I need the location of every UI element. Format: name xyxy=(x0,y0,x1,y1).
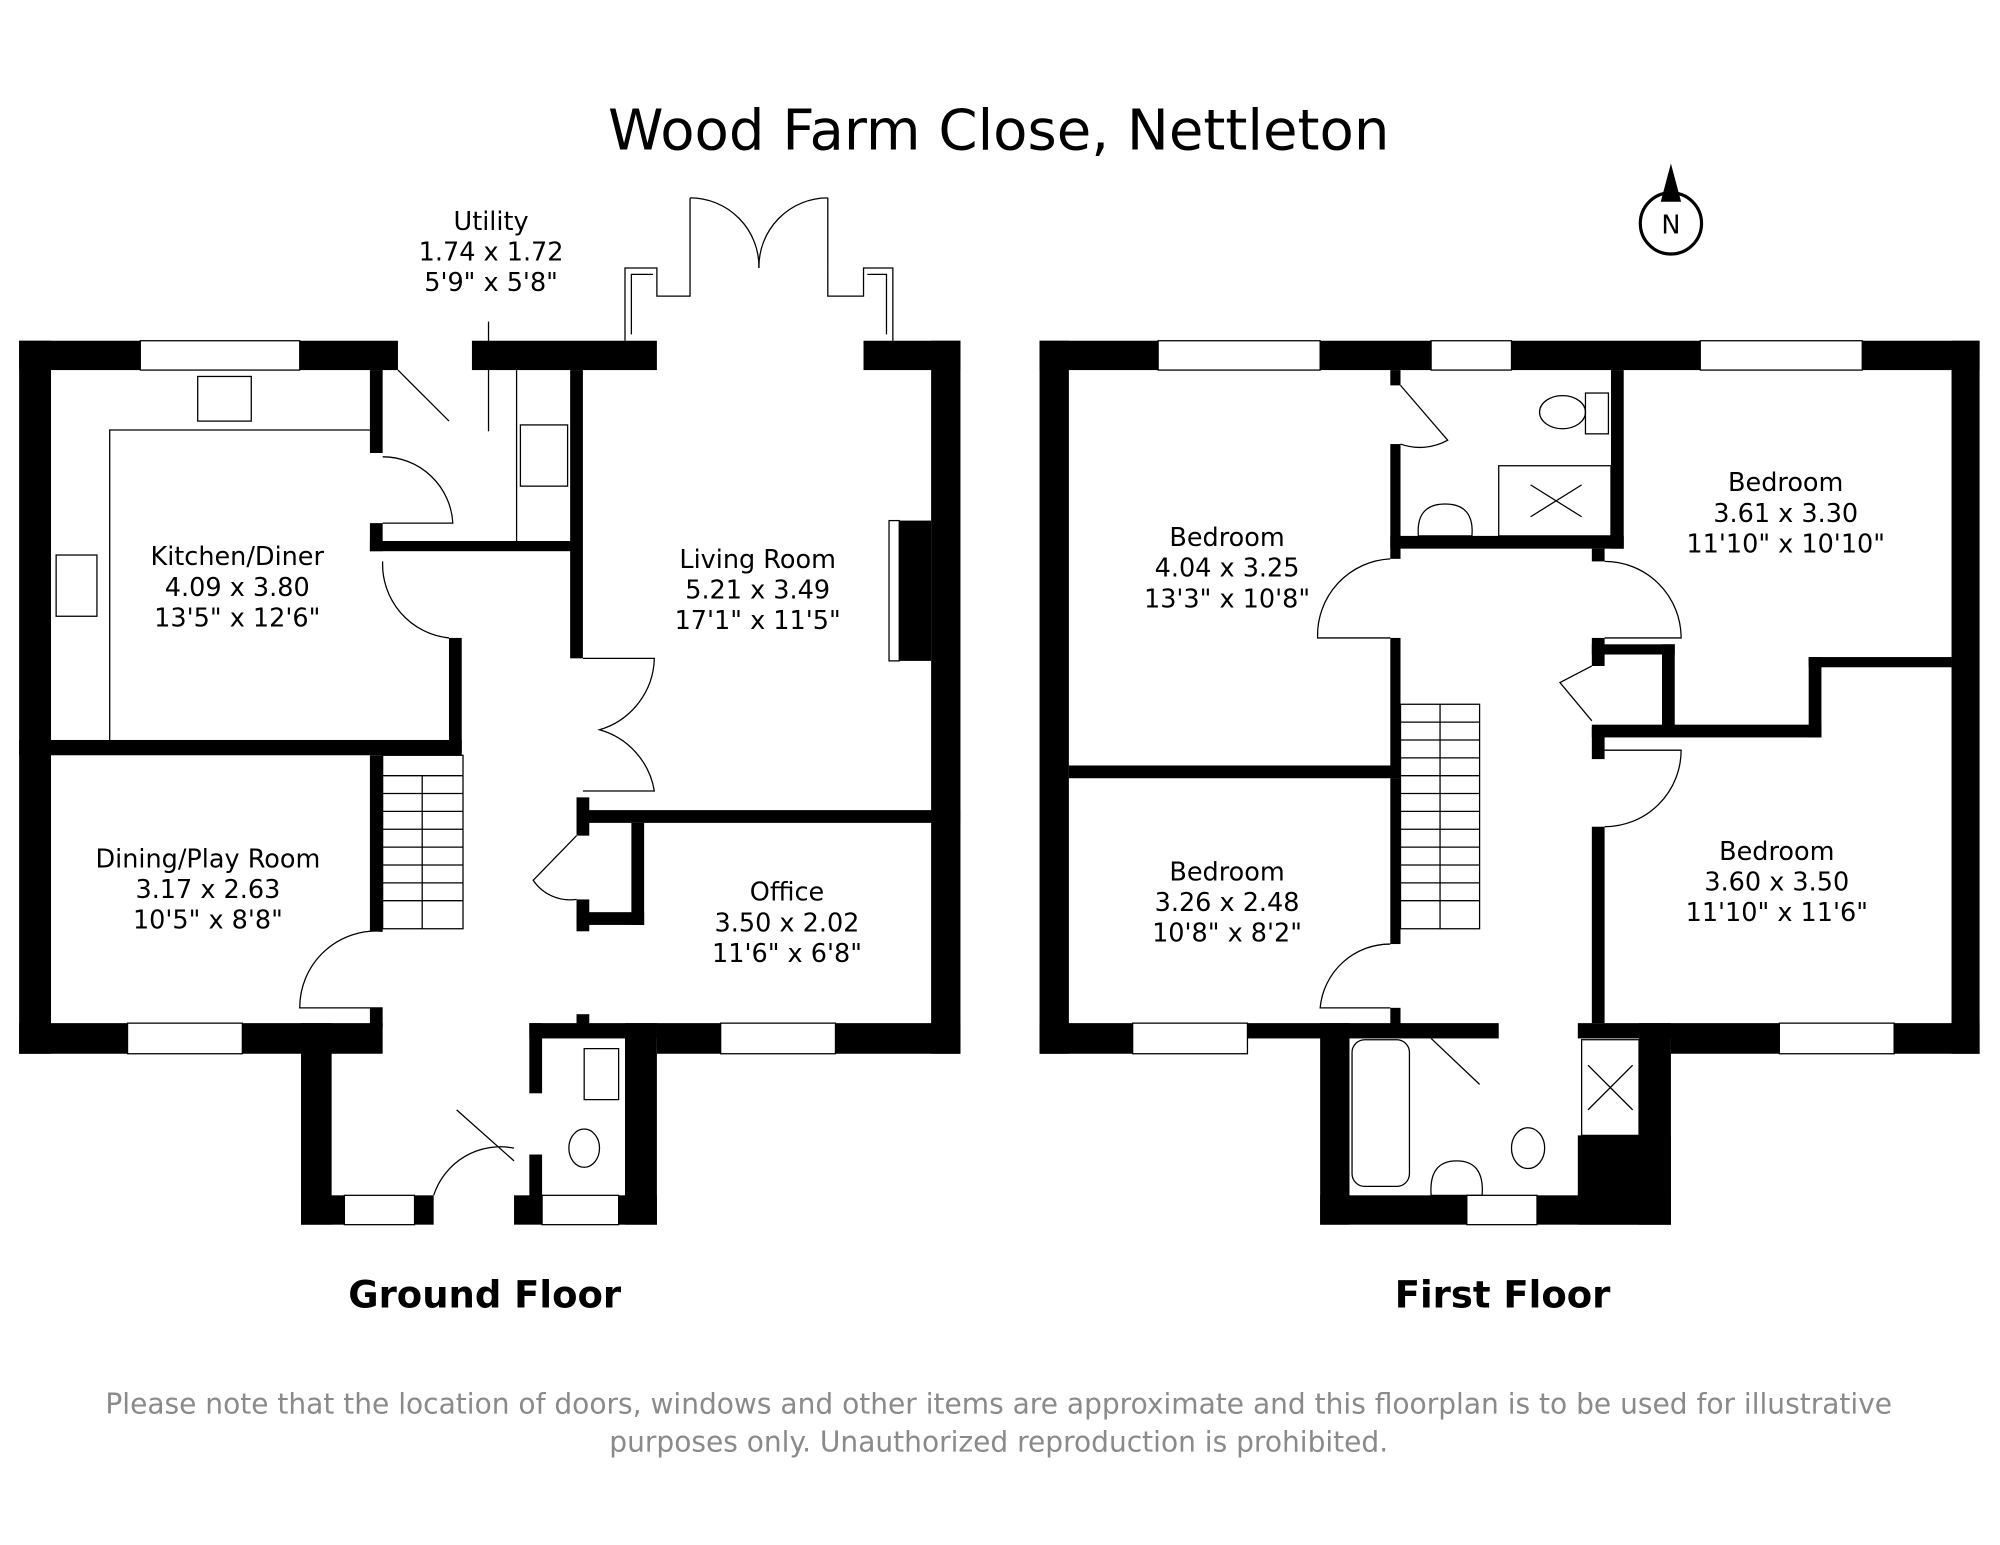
svg-text:Utility: Utility xyxy=(454,207,529,237)
room-dining-play: Dining/Play Room 3.17 x 2.63 10'5" x 8'8… xyxy=(96,845,321,936)
room-living-room: Living Room 5.21 x 3.49 17'1" x 11'5" xyxy=(675,545,841,636)
stairs xyxy=(1399,703,1481,930)
svg-text:Dining/Play Room: Dining/Play Room xyxy=(96,845,321,875)
svg-text:3.50 x 2.02: 3.50 x 2.02 xyxy=(715,908,860,938)
svg-text:10'8" x 8'2": 10'8" x 8'2" xyxy=(1152,919,1302,949)
first-floor-label: First Floor xyxy=(1395,1274,1611,1317)
svg-text:3.17 x 2.63: 3.17 x 2.63 xyxy=(135,875,280,905)
ground-floor-plan xyxy=(19,197,961,1226)
compass-label: N xyxy=(1661,211,1680,241)
room-bedroom-4: Bedroom 3.60 x 3.50 11'10" x 11'6" xyxy=(1686,837,1868,928)
svg-text:3.61 x 3.30: 3.61 x 3.30 xyxy=(1713,499,1858,529)
room-office: Office 3.50 x 2.02 11'6" x 6'8" xyxy=(712,878,862,969)
room-bedroom-3: Bedroom 3.26 x 2.48 10'8" x 8'2" xyxy=(1152,857,1302,948)
svg-text:Office: Office xyxy=(750,878,824,908)
svg-text:4.04 x 3.25: 4.04 x 3.25 xyxy=(1155,554,1300,584)
disclaimer-line-2: purposes only. Unauthorized reproduction… xyxy=(609,1426,1388,1459)
svg-text:10'5" x 8'8": 10'5" x 8'8" xyxy=(133,906,283,936)
room-bedroom-1: Bedroom 4.04 x 3.25 13'3" x 10'8" xyxy=(1144,523,1310,614)
svg-text:Kitchen/Diner: Kitchen/Diner xyxy=(151,542,325,572)
svg-text:Bedroom: Bedroom xyxy=(1728,468,1843,498)
ground-floor-label: Ground Floor xyxy=(348,1274,622,1317)
svg-text:3.26 x 2.48: 3.26 x 2.48 xyxy=(1155,888,1300,918)
svg-text:11'10" x 11'6": 11'10" x 11'6" xyxy=(1686,898,1868,928)
svg-text:13'5" x 12'6": 13'5" x 12'6" xyxy=(154,603,320,633)
svg-text:4.09 x 3.80: 4.09 x 3.80 xyxy=(165,573,310,603)
svg-text:17'1" x 11'5": 17'1" x 11'5" xyxy=(675,606,841,636)
svg-text:Living Room: Living Room xyxy=(679,545,836,575)
svg-text:Bedroom: Bedroom xyxy=(1169,523,1284,553)
svg-text:5'9" x 5'8": 5'9" x 5'8" xyxy=(424,268,558,298)
stairs xyxy=(382,754,464,930)
first-floor-plan xyxy=(568,340,1980,1226)
svg-text:Bedroom: Bedroom xyxy=(1169,857,1284,887)
plan-title: Wood Farm Close, Nettleton xyxy=(608,98,1389,163)
svg-text:11'6" x 6'8": 11'6" x 6'8" xyxy=(712,939,862,969)
svg-text:3.60 x 3.50: 3.60 x 3.50 xyxy=(1704,867,1849,897)
room-bedroom-2: Bedroom 3.61 x 3.30 11'10" x 10'10" xyxy=(1686,468,1885,559)
disclaimer-line-1: Please note that the location of doors, … xyxy=(105,1387,1892,1420)
room-kitchen-diner: Kitchen/Diner 4.09 x 3.80 13'5" x 12'6" xyxy=(151,542,325,633)
svg-text:11'10" x 10'10": 11'10" x 10'10" xyxy=(1686,529,1885,559)
svg-text:5.21 x 3.49: 5.21 x 3.49 xyxy=(685,575,830,605)
svg-text:Bedroom: Bedroom xyxy=(1719,837,1834,867)
north-arrow-icon: N xyxy=(1638,163,1704,256)
room-utility: Utility 1.74 x 1.72 5'9" x 5'8" xyxy=(419,207,564,298)
svg-text:1.74 x 1.72: 1.74 x 1.72 xyxy=(419,237,564,267)
svg-text:13'3" x 10'8": 13'3" x 10'8" xyxy=(1144,584,1310,614)
